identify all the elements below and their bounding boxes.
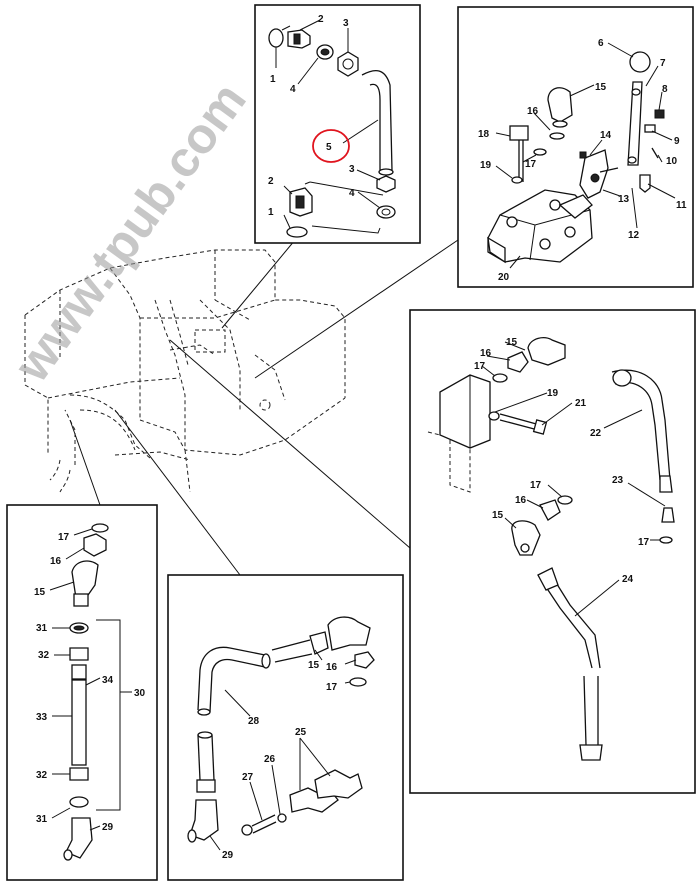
- callout-15: 15: [506, 337, 518, 348]
- callout-24: 24: [622, 574, 634, 585]
- callout-17-right: 17: [638, 537, 650, 548]
- callout-12: 12: [628, 230, 640, 241]
- callout-6: 6: [598, 38, 604, 49]
- callout-33: 33: [36, 712, 48, 723]
- callout-31-lower: 31: [36, 814, 48, 825]
- callout-34: 34: [102, 675, 114, 686]
- callout-15-lower: 15: [492, 510, 504, 521]
- callout-2: 2: [318, 14, 324, 25]
- panel-5: 15 16 17 28 25 26 27 29: [167, 574, 404, 881]
- callout-16: 16: [480, 348, 492, 359]
- callout-32: 32: [38, 650, 50, 661]
- callout-13: 13: [618, 194, 630, 205]
- callout-32-lower: 32: [36, 770, 48, 781]
- callout-17: 17: [58, 532, 70, 543]
- callout-3: 3: [343, 18, 349, 29]
- callout-25: 25: [295, 727, 307, 738]
- callout-29: 29: [102, 822, 114, 833]
- callout-16: 16: [50, 556, 62, 567]
- callout-31: 31: [36, 623, 48, 634]
- callout-15: 15: [34, 587, 46, 598]
- panel-leaders: [69, 239, 459, 576]
- callout-22: 22: [590, 428, 602, 439]
- callout-17: 17: [326, 682, 338, 693]
- callout-14: 14: [600, 130, 612, 141]
- callout-29: 29: [222, 850, 234, 861]
- callout-17-lower: 17: [530, 480, 542, 491]
- callout-16: 16: [326, 662, 338, 673]
- callout-5: 5: [326, 142, 332, 153]
- callout-9: 9: [674, 136, 680, 147]
- panel-3: 15 16 17 19 21 22 17 16 15 23 17 24: [409, 309, 696, 794]
- panel-4: 17 16 15 31 32 34 30 33 32 31 29: [6, 504, 158, 881]
- callout-4: 4: [290, 84, 296, 95]
- callout-3-lower: 3: [349, 164, 355, 175]
- callout-30: 30: [134, 688, 146, 699]
- callout-19: 19: [547, 388, 559, 399]
- callout-16-lower: 16: [515, 495, 527, 506]
- callout-18: 18: [478, 129, 490, 140]
- callout-11: 11: [676, 200, 687, 211]
- callout-17: 17: [474, 361, 486, 372]
- callout-16: 16: [527, 106, 539, 117]
- callout-1-lower: 1: [268, 207, 274, 218]
- callout-8: 8: [662, 84, 668, 95]
- callout-15: 15: [595, 82, 607, 93]
- callout-4-lower: 4: [349, 188, 355, 199]
- callout-20: 20: [498, 272, 510, 283]
- callout-1: 1: [270, 74, 276, 85]
- panel-1: 1 2 3 4 5 2 1 3 4: [254, 4, 421, 244]
- callout-2-lower: 2: [268, 176, 274, 187]
- watermark-text: www.tpub.com: [3, 72, 257, 392]
- callout-19: 19: [480, 160, 492, 171]
- callout-28: 28: [248, 716, 260, 727]
- callout-26: 26: [264, 754, 276, 765]
- callout-21: 21: [575, 398, 587, 409]
- panel-2: 6 7 8 9 10 11 12 13 14 15 16 17 18 19 20: [457, 6, 694, 288]
- highlight-circle: [312, 129, 350, 163]
- callout-7: 7: [660, 58, 666, 69]
- callout-15: 15: [308, 660, 320, 671]
- callout-27: 27: [242, 772, 254, 783]
- callout-10: 10: [666, 156, 678, 167]
- callout-17: 17: [525, 159, 537, 170]
- callout-23: 23: [612, 475, 624, 486]
